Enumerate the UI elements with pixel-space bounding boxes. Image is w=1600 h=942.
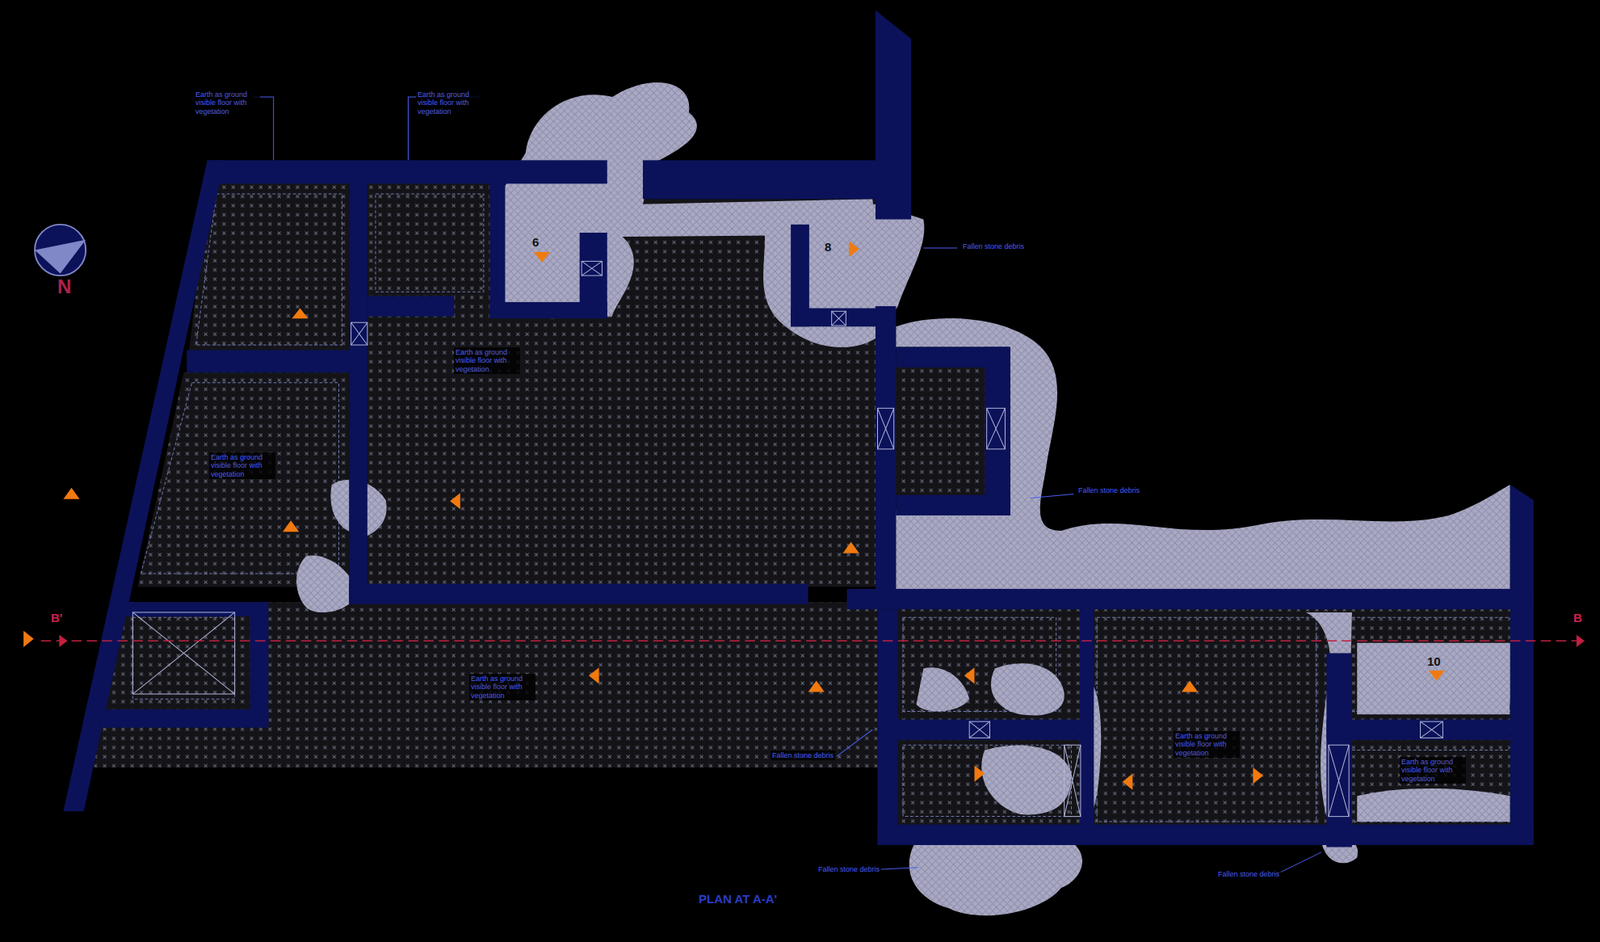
leader-lines xyxy=(252,96,1322,875)
plan-caption: PLAN AT A-A' xyxy=(698,891,777,906)
debris-note: Fallen stone debris xyxy=(961,241,1026,252)
room-number: 8 xyxy=(824,239,832,254)
debris-note: Fallen stone debris xyxy=(1076,485,1142,496)
debris-note: Fallen stone debris xyxy=(770,750,836,761)
door-symbols xyxy=(132,260,1443,816)
debris-note: Fallen stone debris xyxy=(1216,869,1281,879)
section-arrow xyxy=(58,634,68,647)
floor-note: Earth as ground visible floor with veget… xyxy=(469,673,536,701)
room-number: 6 xyxy=(532,235,539,249)
floor-note: Earth as ground visible floor with veget… xyxy=(1399,756,1466,784)
section-line xyxy=(41,640,1577,643)
floor-areas xyxy=(93,181,1513,827)
section-arrow xyxy=(1576,634,1585,647)
floor-note: Earth as ground visible floor with veget… xyxy=(1173,730,1240,758)
floor-note: Earth as ground visible floor with veget… xyxy=(453,347,521,374)
room-number: 10 xyxy=(1427,654,1441,668)
photo-markers xyxy=(23,240,1445,790)
room-outlines xyxy=(132,193,1516,822)
section-mark: B' xyxy=(50,610,63,625)
section-mark: B xyxy=(1573,610,1583,625)
debris-note: Fallen stone debris xyxy=(816,864,882,874)
north-label: N xyxy=(57,275,72,299)
walls xyxy=(62,10,1533,848)
north-arrow xyxy=(34,224,86,276)
floor-note: Earth as ground visible floor with veget… xyxy=(193,89,261,117)
floor-note: Earth as ground visible floor with veget… xyxy=(415,89,483,117)
floor-note: Earth as ground visible floor with veget… xyxy=(209,452,276,479)
